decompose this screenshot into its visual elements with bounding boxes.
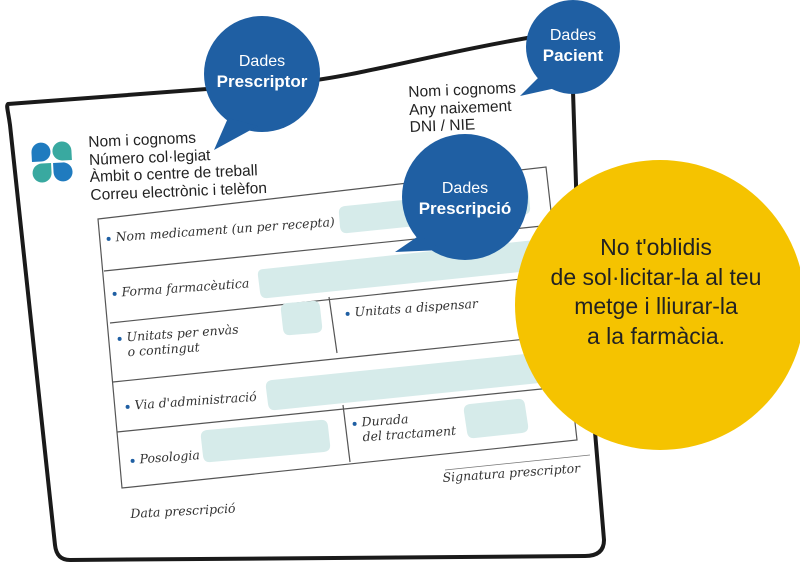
prescriber-data-block: Nom i cognoms Número col·legiat Àmbit o … xyxy=(88,127,267,204)
bullet-icon xyxy=(106,236,111,241)
bullet-icon xyxy=(130,458,135,463)
bullet-icon xyxy=(117,336,122,341)
note-circle xyxy=(515,160,800,450)
bullet-icon xyxy=(112,291,117,296)
bubble-pacient: Dades Pacient xyxy=(542,27,604,65)
note-line: a la farmàcia. xyxy=(586,322,726,349)
bubble-prescriptor: Dades Prescriptor xyxy=(216,53,308,91)
bubble-prescripcio: Dades Prescripció xyxy=(418,180,512,218)
note-line: No t'oblidis xyxy=(600,234,712,260)
note-line: metge i lliurar-la xyxy=(574,293,738,319)
bullet-icon xyxy=(352,421,357,426)
bullet-icon xyxy=(125,404,130,409)
signature-line xyxy=(444,454,591,471)
bubble-pacient-shape xyxy=(520,0,620,96)
bullet-icon xyxy=(345,311,350,316)
bubble-prescriptor-shape xyxy=(204,16,320,150)
reminder-note: No t'oblidis de sol·licitar-la al teu me… xyxy=(538,233,774,351)
patient-data-block: Nom i cognoms Any naixement DNI / NIE xyxy=(408,80,518,137)
note-line: de sol·licitar-la al teu xyxy=(550,263,762,290)
bubble-prescripcio-shape xyxy=(395,134,528,260)
clover-logo-icon xyxy=(30,140,74,184)
